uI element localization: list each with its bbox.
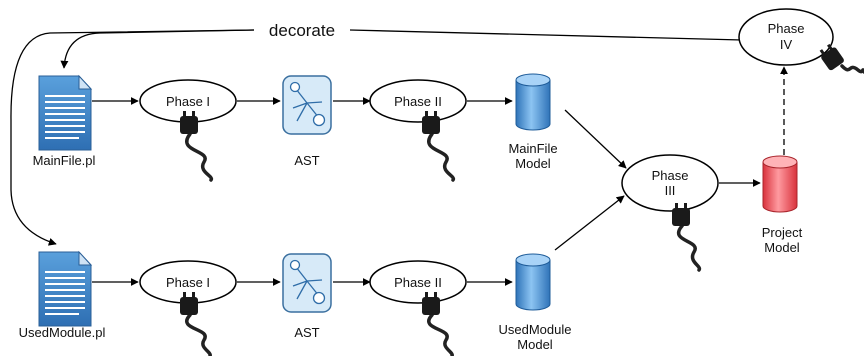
usedmodule-model-label-1: UsedModule xyxy=(499,322,572,337)
decorate-connector: decorate xyxy=(10,21,743,246)
project-model-label-1: Project xyxy=(762,225,803,240)
database-cylinder-icon xyxy=(515,73,551,131)
mainfile-model-label-1: MainFile xyxy=(508,141,557,156)
phase-i-node: Phase I xyxy=(139,260,237,356)
used-module-file-label: UsedModule.pl xyxy=(19,325,106,340)
phase-ii-label: Phase II xyxy=(394,94,442,109)
phase-iii-label-2: III xyxy=(665,183,676,198)
plug-icon xyxy=(180,111,214,182)
project-model-label-2: Model xyxy=(764,240,800,255)
phase-iv-label-2: IV xyxy=(780,37,793,52)
ast-tree-icon xyxy=(282,253,332,313)
plug-icon xyxy=(180,292,212,356)
database-cylinder-icon xyxy=(762,155,798,213)
phase-iii-node: Phase III xyxy=(621,154,719,272)
phase-ii-node: Phase II xyxy=(369,260,467,356)
database-cylinder-icon xyxy=(515,253,551,311)
document-icon xyxy=(38,74,93,151)
plug-icon xyxy=(422,111,456,182)
ast-label-top: AST xyxy=(294,153,319,168)
plug-icon xyxy=(422,292,454,356)
ast-tree-icon xyxy=(282,75,332,135)
decorate-label: decorate xyxy=(269,21,335,40)
phase-iv-node: Phase IV xyxy=(738,8,864,74)
plug-icon xyxy=(819,43,864,74)
phase-iii-label-1: Phase xyxy=(652,168,689,183)
ast-label-bottom: AST xyxy=(294,325,319,340)
bottom-row: UsedModule.pl Phase I xyxy=(19,250,572,356)
phase-i-node: Phase I xyxy=(139,79,237,182)
phase-iv-label-1: Phase xyxy=(768,21,805,36)
usedmodule-to-phase-iii-arrow xyxy=(554,195,625,251)
main-file-label: MainFile.pl xyxy=(33,153,96,168)
document-icon xyxy=(38,250,93,327)
phase-ii-node: Phase II xyxy=(369,79,467,182)
mainfile-model-label-2: Model xyxy=(515,156,551,171)
usedmodule-model-label-2: Model xyxy=(517,337,553,352)
top-row: MainFile.pl Phase I xyxy=(33,73,558,182)
phase-ii-label: Phase II xyxy=(394,275,442,290)
mainfile-to-phase-iii-arrow xyxy=(564,109,627,169)
plug-icon xyxy=(672,203,702,272)
phase-i-label: Phase I xyxy=(166,94,210,109)
phase-i-label: Phase I xyxy=(166,275,210,290)
